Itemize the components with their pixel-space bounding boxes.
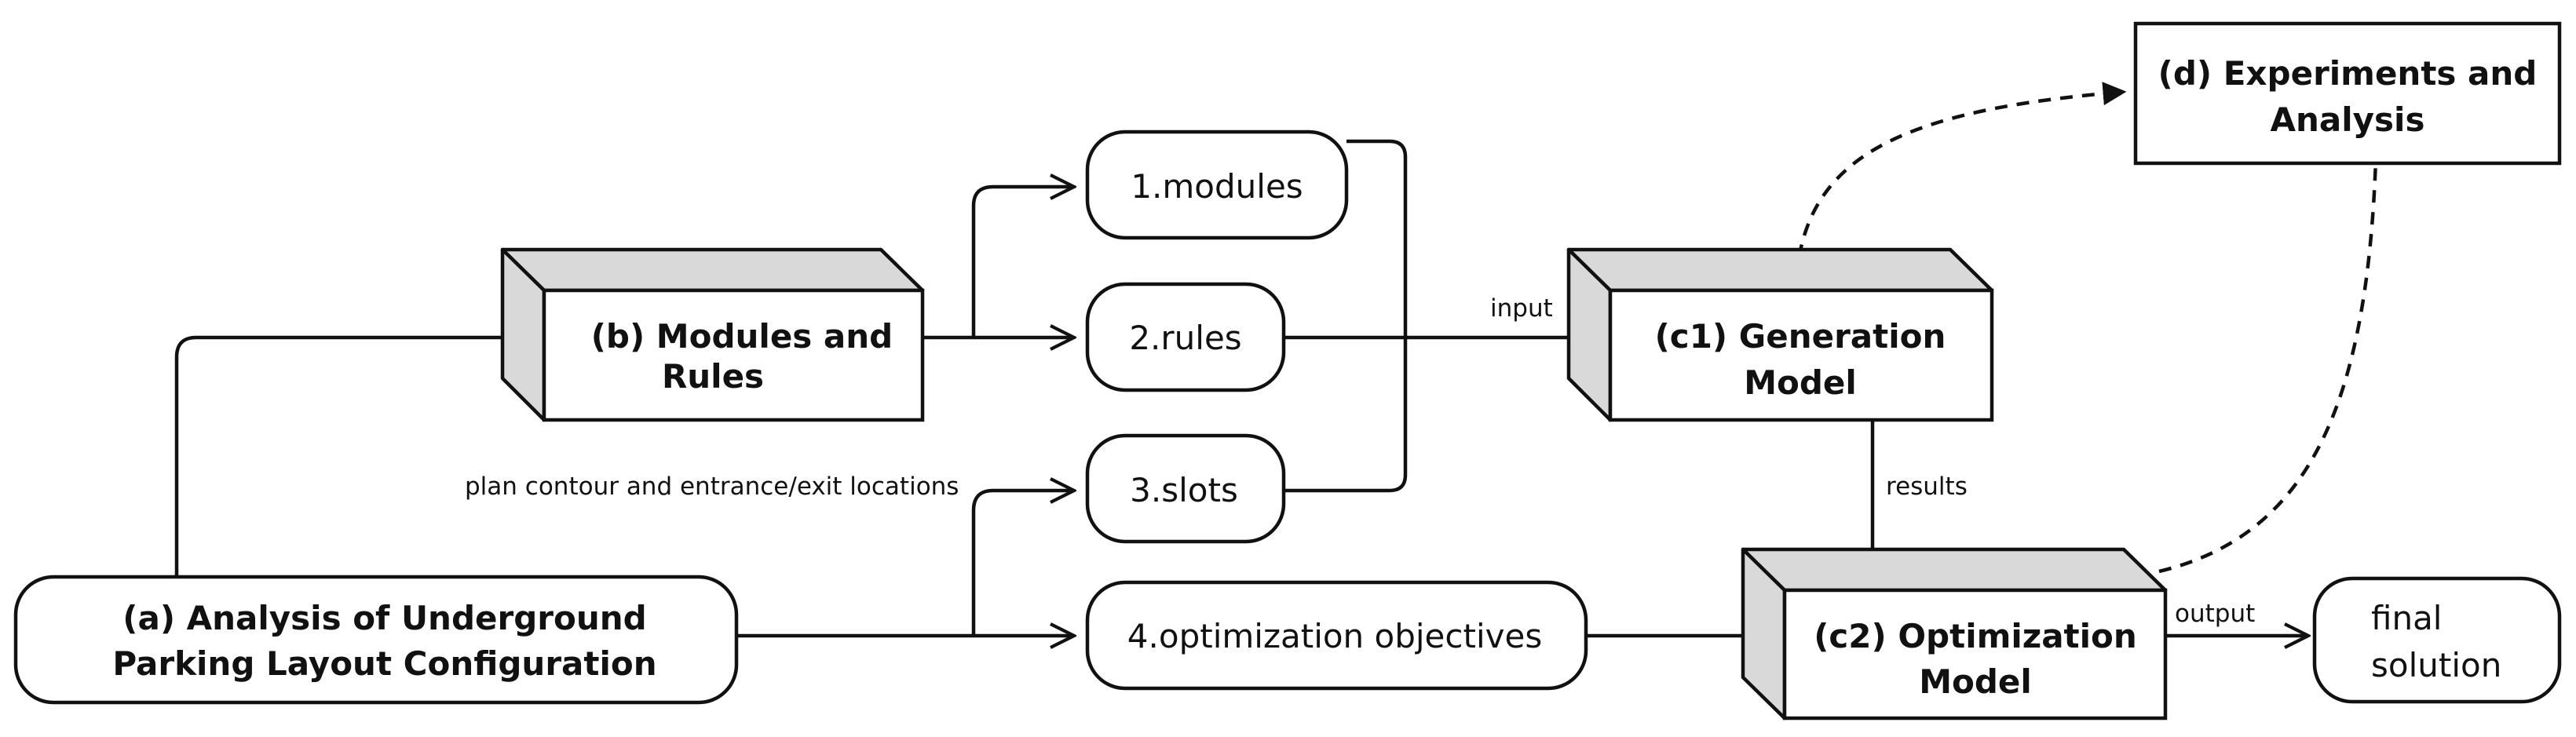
node-modules-label: 1.modules: [1131, 167, 1303, 206]
node-slots-label: 3.slots: [1130, 471, 1238, 509]
node-a-line-2: Parking Layout Configuration: [112, 644, 656, 683]
edge-a-to-slots: [971, 491, 1074, 636]
edge-c1-to-d-dashed: [1794, 82, 2127, 279]
node-d-line-1: (d) Experiments and: [2158, 54, 2538, 93]
node-final-line-2: solution: [2371, 646, 2501, 684]
node-final-solution: final solution: [2312, 576, 2562, 704]
edge-a-to-b: [174, 337, 526, 577]
node-c1-line-2: Model: [1744, 363, 1857, 402]
node-c2-line-1: (c2) Optimization: [1814, 617, 2137, 655]
edge-modules-slots-merge: [1284, 139, 1408, 493]
edge-c2-to-d-dashed: [2158, 130, 2388, 574]
node-c2-line-2: Model: [1919, 662, 2032, 701]
node-final-line-1: final: [2371, 599, 2442, 637]
edge-b-to-modules: [923, 187, 1074, 340]
node-d-line-2: Analysis: [2271, 100, 2425, 139]
node-b-modules-rules: (b) Modules and Rules: [500, 247, 925, 422]
node-objectives: 4.optimization objectives: [1085, 580, 1588, 691]
node-a-analysis: (a) Analysis of Underground Parking Layo…: [13, 575, 739, 705]
node-c1-line-1: (c1) Generation: [1655, 317, 1946, 356]
node-objectives-label: 4.optimization objectives: [1127, 617, 1542, 655]
node-b-line-2: Rules: [662, 357, 764, 396]
label-results: results: [1886, 472, 1968, 501]
label-plan-contour: plan contour and entrance/exit locations: [465, 472, 959, 501]
node-rules-label: 2.rules: [1129, 319, 1241, 357]
node-slots: 3.slots: [1085, 433, 1286, 544]
node-c1-generation: (c1) Generation Model: [1566, 247, 1994, 422]
node-a-line-1: (a) Analysis of Underground: [122, 599, 646, 637]
node-d-experiments: (d) Experiments and Analysis: [2133, 21, 2562, 166]
label-output: output: [2175, 600, 2255, 628]
node-c2-optimization: (c2) Optimization Model: [1741, 547, 2168, 721]
label-input: input: [1490, 294, 1553, 323]
node-rules: 2.rules: [1085, 282, 1286, 392]
node-b-line-1: (b) Modules and: [591, 317, 893, 356]
node-modules: 1.modules: [1085, 130, 1349, 240]
